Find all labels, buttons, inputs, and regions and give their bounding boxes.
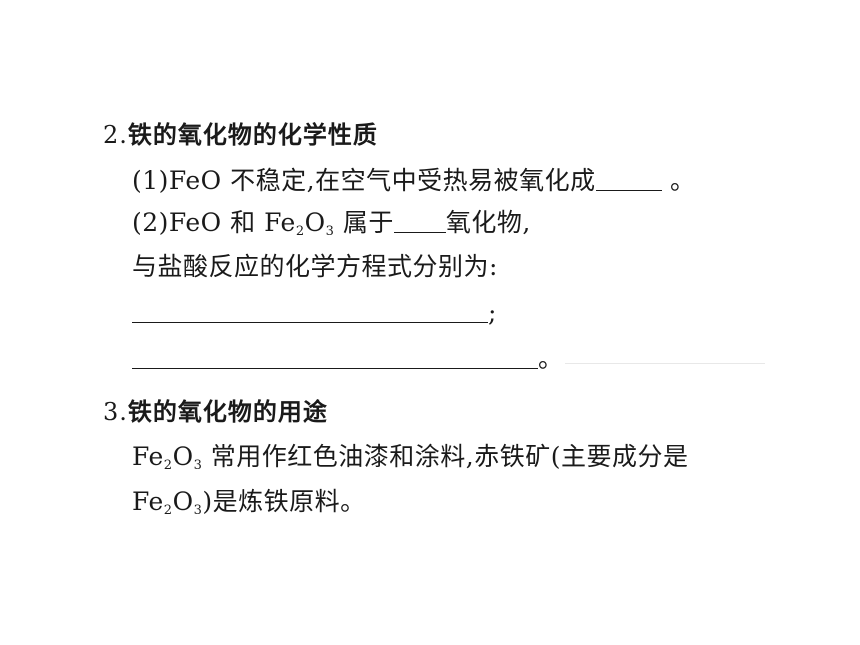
usage-line-1-text: 常用作红色油漆和涂料,赤铁矿(主要成分是: [202, 442, 689, 471]
usage-line-2: Fe2O3)是炼铁原料。: [132, 487, 366, 517]
equation-2-end: 。: [538, 344, 564, 373]
section-3-title: 铁的氧化物的用途: [127, 398, 328, 426]
item-2-middle: 属于: [334, 208, 394, 237]
equation-2-blank[interactable]: [132, 346, 538, 369]
item-2-blank[interactable]: [393, 210, 446, 233]
usage-line-1: Fe2O3 常用作红色油漆和涂料,赤铁矿(主要成分是: [132, 442, 689, 472]
equation-2-line: 。: [132, 344, 564, 374]
item-1-suffix: 。: [661, 166, 696, 195]
usage-line-2-formula: Fe2O3: [132, 487, 203, 518]
section-3-number: 3.: [103, 398, 128, 426]
item-2-formula: Fe2O3: [264, 208, 335, 239]
faint-divider: [565, 363, 765, 364]
item-2-line: (2)FeO 和 Fe2O3 属于 氧化物,: [132, 208, 531, 238]
item-2-prefix: (2)FeO 和: [132, 208, 265, 237]
section-2-number: 2.: [103, 121, 128, 149]
section-2-title: 铁的氧化物的化学性质: [127, 121, 378, 149]
item-1-line: (1)FeO 不稳定,在空气中受热易被氧化成 。: [132, 166, 696, 196]
reaction-prompt-line: 与盐酸反应的化学方程式分别为:: [132, 252, 498, 282]
reaction-prompt-text: 与盐酸反应的化学方程式分别为:: [132, 252, 498, 281]
item-1-blank[interactable]: [595, 168, 662, 191]
usage-line-2-text: )是炼铁原料。: [202, 487, 366, 516]
equation-1-blank[interactable]: [132, 300, 488, 323]
section-3-heading: 3.铁的氧化物的用途: [103, 397, 328, 427]
item-1-text: (1)FeO 不稳定,在空气中受热易被氧化成: [132, 166, 596, 195]
equation-1-line: ;: [132, 298, 497, 328]
item-2-suffix: 氧化物,: [445, 208, 531, 237]
equation-1-end: ;: [488, 298, 497, 327]
section-2-heading: 2.铁的氧化物的化学性质: [103, 120, 378, 150]
usage-line-1-formula: Fe2O3: [132, 442, 203, 473]
